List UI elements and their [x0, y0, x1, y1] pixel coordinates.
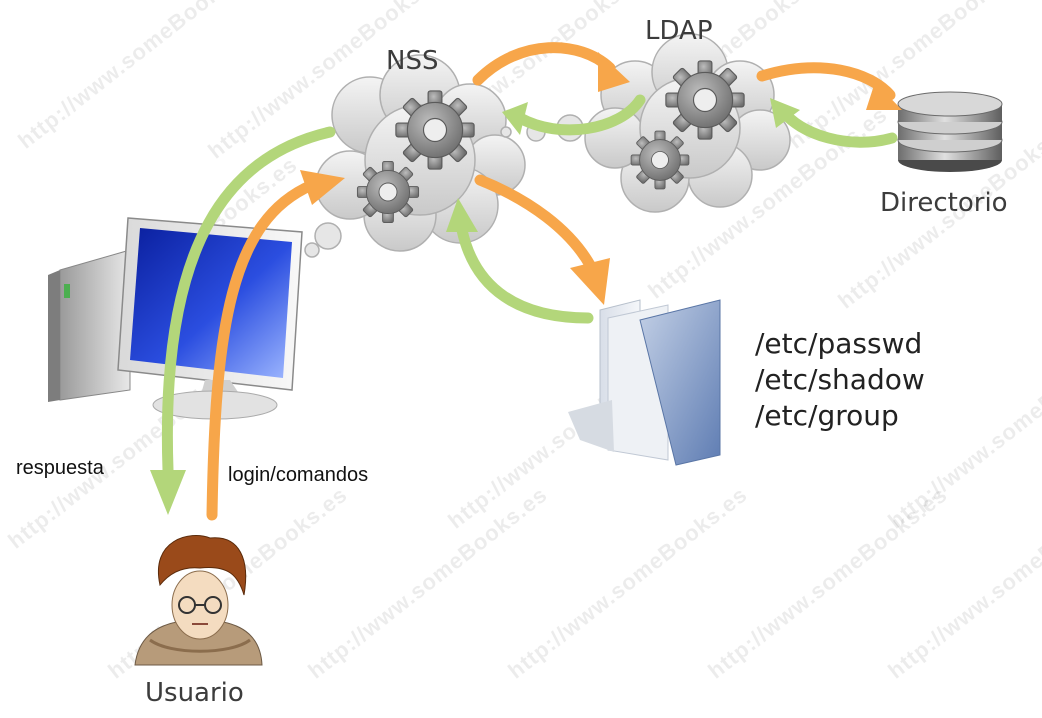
response-arrow-ldap [514, 94, 646, 136]
database-icon [897, 91, 1003, 172]
gear-icon [395, 90, 475, 170]
request-arrowhead [866, 82, 902, 110]
request-arrow-directorio [756, 62, 896, 101]
folder-icon [568, 299, 721, 466]
file-shadow-label: /etc/shadow [755, 363, 925, 396]
nss-label: NSS [386, 46, 439, 76]
computer-icon [48, 217, 303, 420]
gear-icon [665, 60, 745, 140]
response-arrowhead [446, 198, 478, 232]
request-arrowhead [570, 258, 610, 305]
gear-icon [356, 160, 420, 224]
usuario-label: Usuario [145, 678, 244, 708]
response-arrowhead [770, 98, 800, 128]
file-passwd-label: /etc/passwd [755, 327, 923, 360]
response-arrow-user [161, 126, 336, 476]
respuesta-label: respuesta [16, 457, 104, 479]
request-arrow-ldap [472, 42, 616, 86]
response-arrowhead [502, 102, 528, 135]
file-group-label: /etc/group [755, 399, 899, 432]
request-arrow-login [206, 179, 318, 521]
nss-cloud [304, 54, 526, 258]
directorio-label: Directorio [880, 188, 1008, 218]
arrows [150, 42, 902, 521]
request-arrowhead [300, 170, 345, 205]
response-arrow-directorio [776, 104, 898, 148]
request-arrowhead [598, 52, 630, 92]
response-arrow-files [456, 224, 594, 324]
response-arrowhead [150, 470, 186, 515]
request-arrow-files [474, 174, 596, 271]
login-comandos-label: login/comandos [228, 464, 369, 486]
user-avatar-icon [134, 535, 263, 666]
gear-icon [630, 130, 690, 190]
ldap-label: LDAP [645, 16, 713, 46]
